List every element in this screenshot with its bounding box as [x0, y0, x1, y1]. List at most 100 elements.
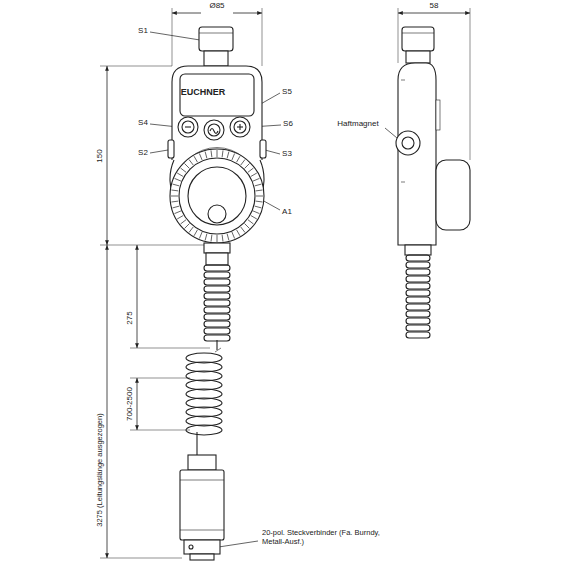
knurl-stroke	[241, 160, 245, 166]
knurl-stroke	[177, 173, 183, 177]
knurl-stroke	[184, 163, 189, 168]
dimension-label: 58	[430, 1, 439, 10]
spring-coil	[204, 293, 230, 299]
spring-coil	[406, 269, 430, 275]
knurl-stroke	[217, 235, 218, 242]
callout-number: S5	[282, 87, 292, 96]
knurl-stroke	[175, 178, 181, 181]
dimension-label: 150	[95, 147, 104, 164]
knurl-stroke	[251, 173, 257, 177]
housing	[172, 66, 262, 160]
callout-number: S3	[282, 149, 292, 158]
knurl-stroke	[194, 156, 198, 162]
spring-coil	[406, 318, 430, 324]
spring-coil	[406, 262, 430, 268]
knurl-stroke	[173, 184, 180, 186]
dimension-label: 275	[125, 309, 134, 326]
spring-coil	[204, 265, 230, 271]
spring-coil	[406, 311, 430, 317]
dimension-label: 3275 (Leitungslänge ausgezogen)	[96, 411, 105, 528]
s4-button	[178, 117, 198, 137]
spring-coil	[204, 272, 230, 278]
knurl-stroke	[210, 235, 212, 242]
part-note: 20-pol. Steckverbinder (Fa. Burndy, Meta…	[262, 529, 380, 546]
callout-number: S6	[283, 119, 293, 128]
knurl-stroke	[248, 168, 254, 172]
dimension-label: Ø85	[209, 1, 224, 10]
knurl-stroke	[184, 224, 189, 229]
spring-coil	[406, 283, 430, 289]
knurl-stroke	[255, 184, 262, 186]
brand-logo: EUCHNER	[181, 87, 226, 97]
display-panel	[180, 74, 254, 116]
knurl-stroke	[248, 220, 254, 224]
spring-coil	[406, 325, 430, 331]
side-view	[396, 27, 470, 338]
callout-number: S1	[138, 26, 148, 35]
dimension-lines	[100, 8, 470, 558]
spring-coil	[204, 328, 230, 334]
spring-coil	[204, 321, 230, 327]
knurl-stroke	[222, 235, 224, 242]
leader-lines	[150, 32, 397, 548]
knurl-stroke	[171, 201, 178, 203]
callout-number: A1	[282, 207, 292, 216]
spring-coil	[204, 300, 230, 306]
knurl-stroke	[171, 189, 178, 191]
spring-coil	[406, 332, 430, 338]
spring-coil	[204, 286, 230, 292]
s6-button	[230, 117, 250, 137]
knurl-stroke	[253, 178, 259, 181]
knurl-stroke	[210, 150, 212, 157]
cable-gland	[204, 243, 230, 253]
handwheel-a1	[170, 149, 264, 243]
knurl-stroke	[181, 220, 187, 224]
coiled-cable	[186, 425, 222, 435]
spring-coil	[204, 314, 230, 320]
s2-button	[168, 140, 174, 158]
knurl-stroke	[232, 154, 235, 160]
s1-knob	[199, 27, 233, 51]
knurl-stroke	[222, 150, 224, 157]
knurl-stroke	[237, 156, 241, 162]
knurl-stroke	[227, 152, 229, 159]
knurl-stroke	[256, 201, 263, 203]
knurl-stroke	[171, 196, 178, 197]
knurl-stroke	[177, 216, 183, 220]
part-note: Haftmagnet	[337, 119, 378, 128]
knurl-stroke	[237, 230, 241, 236]
spring-coil	[406, 297, 430, 303]
knurl-stroke	[256, 196, 263, 197]
callout-number: S4	[138, 118, 148, 127]
knurl-stroke	[245, 224, 250, 229]
knurl-stroke	[205, 234, 207, 241]
spring-coil	[204, 307, 230, 313]
knurl-stroke	[199, 154, 202, 160]
spring-coil	[204, 279, 230, 285]
knurl-stroke	[253, 211, 259, 214]
callout-number: S2	[138, 148, 148, 157]
knurl-stroke	[241, 227, 245, 233]
knurl-stroke	[181, 168, 187, 172]
knurl-stroke	[217, 150, 218, 157]
holding-magnet	[396, 131, 420, 155]
side-handwheel	[436, 160, 470, 230]
knurl-stroke	[189, 227, 193, 233]
connector-nut	[188, 455, 216, 470]
s3-button	[260, 140, 266, 158]
knurl-stroke	[256, 189, 263, 191]
knurl-stroke	[194, 230, 198, 236]
spring-coil	[406, 276, 430, 282]
knurl-stroke	[251, 216, 257, 220]
s1-neck	[204, 51, 228, 66]
knurl-stroke	[227, 234, 229, 241]
knurl-stroke	[199, 232, 202, 238]
knurl-stroke	[173, 206, 180, 208]
knurl-stroke	[189, 160, 193, 166]
front-view	[168, 27, 266, 560]
knurl-stroke	[255, 206, 262, 208]
knurl-stroke	[205, 152, 207, 159]
knurl-stroke	[175, 211, 181, 214]
